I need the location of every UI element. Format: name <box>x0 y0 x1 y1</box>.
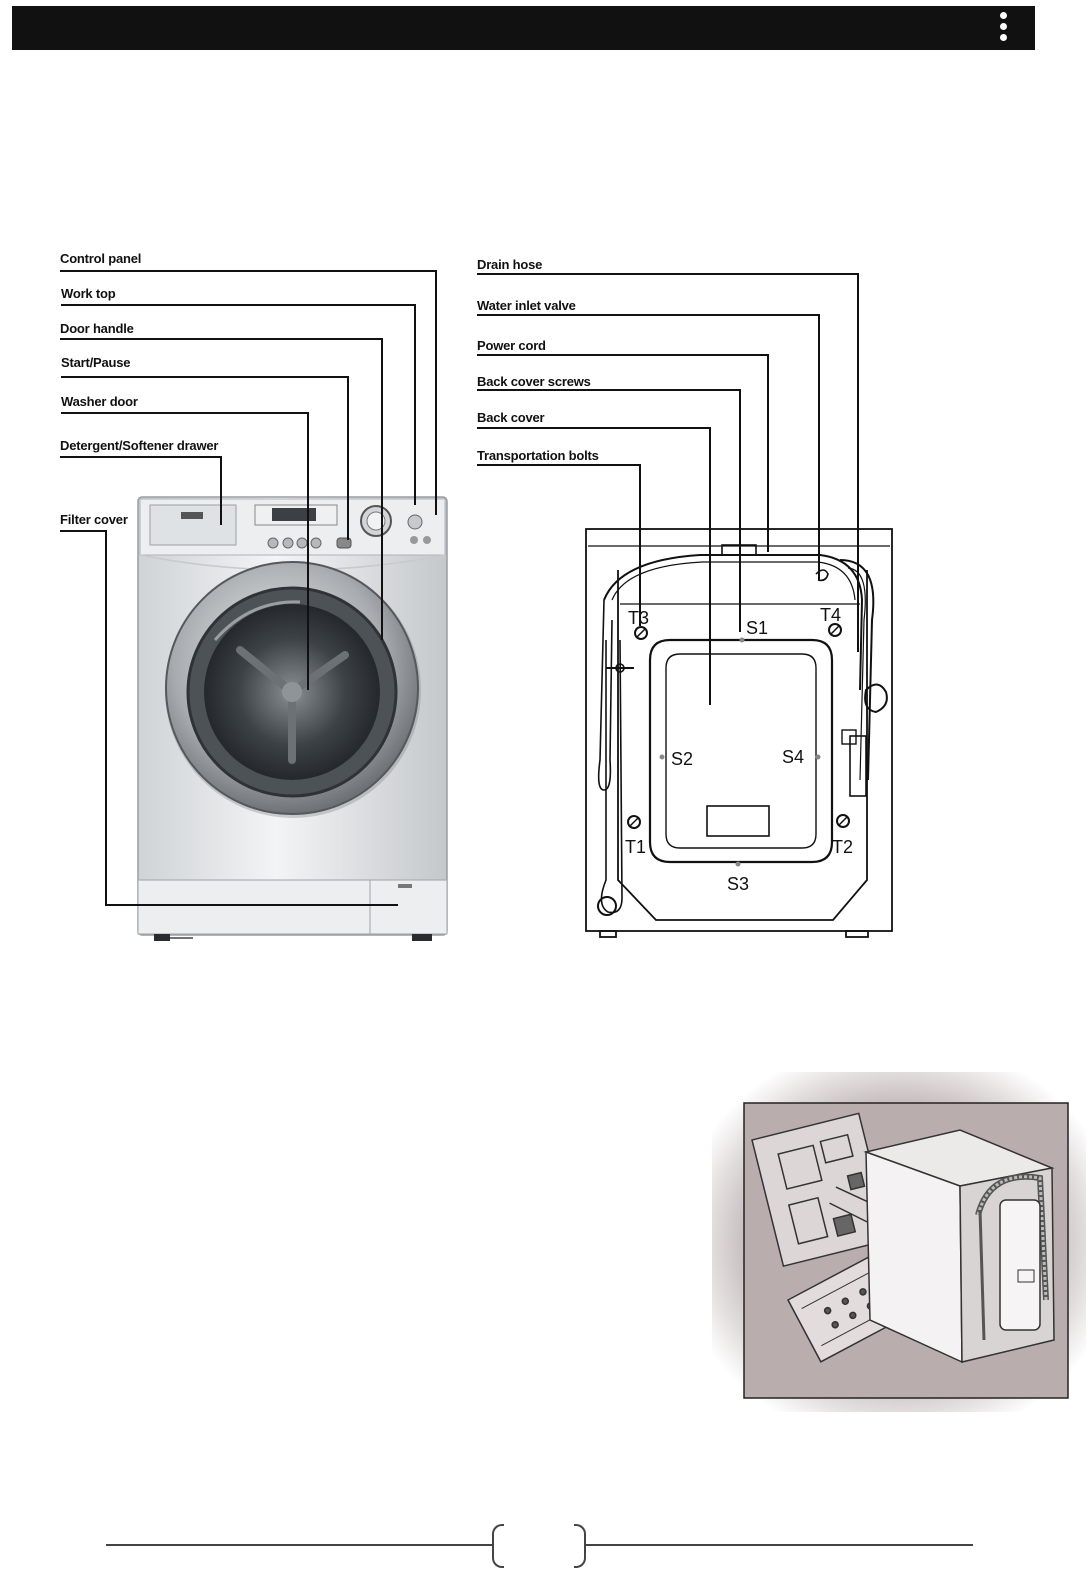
label-door-handle: Door handle <box>60 321 134 336</box>
label-drain-hose: Drain hose <box>477 257 543 272</box>
header-bar <box>12 6 1035 50</box>
machine-unpacking-illustration <box>712 1072 1086 1412</box>
label-filter-cover: Filter cover <box>60 512 128 527</box>
label-start-pause: Start/Pause <box>61 355 131 370</box>
footer-bracket-left <box>492 1524 504 1568</box>
label-power-cord: Power cord <box>477 338 546 353</box>
marker-t3: T3 <box>628 608 649 628</box>
marker-s1: S1 <box>746 618 768 638</box>
label-control-panel: Control panel <box>60 251 142 266</box>
washing-machine-front-illustration <box>137 496 448 941</box>
marker-s3: S3 <box>727 874 749 894</box>
label-water-inlet-valve: Water inlet valve <box>477 298 576 313</box>
label-transportation-bolts: Transportation bolts <box>477 448 599 463</box>
footer-rule-right <box>586 1544 973 1546</box>
footer-bracket-right <box>574 1524 586 1568</box>
footer-rule-left <box>106 1544 492 1546</box>
label-back-cover: Back cover <box>477 410 545 425</box>
marker-t4: T4 <box>820 605 841 625</box>
label-washer-door: Washer door <box>61 394 138 409</box>
back-bolts <box>627 623 850 867</box>
back-leader-lines <box>477 273 860 705</box>
vertical-dots-icon <box>999 12 1009 46</box>
label-back-cover-screws: Back cover screws <box>477 374 591 389</box>
marker-s2: S2 <box>671 749 693 769</box>
label-detergent-drawer: Detergent/Softener drawer <box>60 438 219 453</box>
marker-t1: T1 <box>625 837 646 857</box>
marker-s4: S4 <box>782 747 804 767</box>
label-work-top: Work top <box>61 286 116 301</box>
marker-t2: T2 <box>832 837 853 857</box>
front-leader-lines <box>60 270 437 906</box>
